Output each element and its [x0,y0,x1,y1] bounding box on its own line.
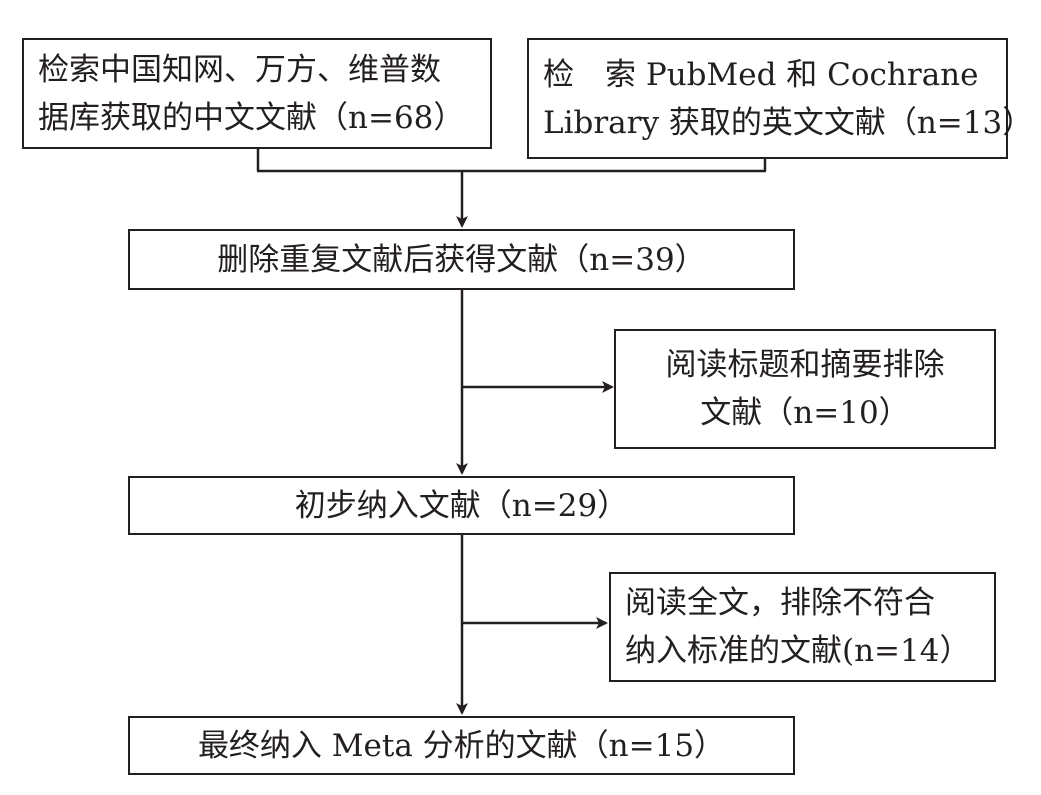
excluded-full-box: 阅读全文，排除不符合 纳入标准的文献(n=14） [609,572,996,682]
source-en-line-1: 检 索 PubMed 和 Cochrane [543,56,979,93]
final-line-1: 最终纳入 Meta 分析的文献（n=15） [197,727,726,764]
dedup-box: 删除重复文献后获得文献（n=39） [128,229,795,290]
source-cn-box: 检索中国知网、万方、维普数 据库获取的中文文献（n=68） [22,38,492,149]
excluded-title-line-1: 阅读标题和摘要排除 [665,347,945,383]
initial-line-1: 初步纳入文献（n=29） [294,487,629,524]
excluded-full-line-2: 纳入标准的文献(n=14） [625,633,971,669]
dedup-line-1: 删除重复文献后获得文献（n=39） [217,241,706,278]
source-en-box: 检 索 PubMed 和 Cochrane Library 获取的英文文献（n=… [527,38,1033,159]
excluded-full-line-1: 阅读全文，排除不符合 [625,585,935,621]
initial-box: 初步纳入文献（n=29） [128,476,795,535]
excluded-title-line-2: 文献（n=10） [700,395,910,431]
source-en-line-2: Library 获取的英文文献（n=13） [543,104,1034,141]
source-cn-line-2: 据库获取的中文文献（n=68） [38,99,465,136]
source-cn-line-1: 检索中国知网、万方、维普数 [38,51,441,88]
final-box: 最终纳入 Meta 分析的文献（n=15） [128,716,795,775]
excluded-title-box: 阅读标题和摘要排除 文献（n=10） [614,329,996,449]
